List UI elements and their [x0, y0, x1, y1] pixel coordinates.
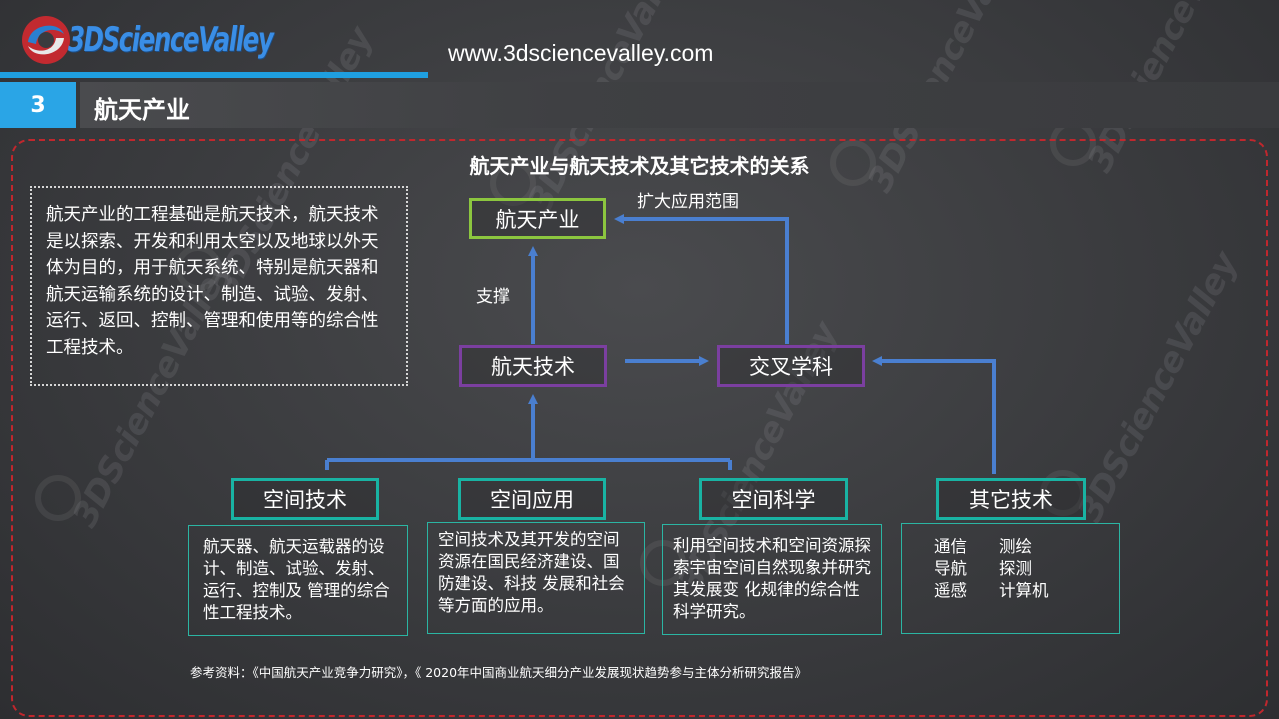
node-cross-discipline: 交叉学科: [717, 345, 865, 387]
node-space-science: 空间科学: [699, 478, 848, 520]
arrow-expand: [614, 214, 789, 344]
logo-text: 3DScienceValley: [68, 20, 274, 60]
watermark-logo-icon: [640, 540, 686, 586]
site-url[interactable]: www.3dsciencevalley.com: [448, 40, 714, 66]
node-space-tech: 空间技术: [231, 478, 379, 520]
node-space-application: 空间应用: [458, 478, 606, 520]
node-other-tech: 其它技术: [936, 478, 1086, 520]
detail-other-tech: 通信 导航 遥感 测绘 探测 计算机: [901, 523, 1120, 634]
watermark-logo-icon: [830, 140, 876, 186]
detail-space-tech: 航天器、航天运载器的设计、制造、试验、发射、运行、控制及 管理的综合性工程技术。: [188, 525, 408, 636]
detail-space-application: 空间技术及其开发的空间资源在国民经济建设、国防建设、科技 发展和社会等方面的应用…: [427, 522, 645, 634]
content-frame: [11, 139, 1268, 717]
header-rule: [0, 72, 428, 78]
other-tech-item: 通信: [934, 537, 967, 556]
diagram-title: 航天产业与航天技术及其它技术的关系: [469, 154, 810, 178]
node-aerospace-industry: 航天产业: [469, 198, 606, 239]
arrow-other-to-cross: [872, 356, 996, 474]
detail-space-science: 利用空间技术和空间资源探索宇宙空间自然现象并研究其发展变 化规律的综合性科学研究…: [662, 524, 882, 635]
watermark-logo-icon: [35, 475, 81, 521]
other-tech-item: 测绘: [999, 537, 1032, 556]
other-tech-item: 导航: [934, 559, 967, 578]
section-title: 航天产业: [94, 96, 190, 124]
other-tech-item: 计算机: [999, 581, 1049, 600]
other-tech-col-2: 测绘 探测 计算机: [999, 536, 1049, 621]
references: 参考资料：《中国航天产业竞争力研究》，《 2020年中国商业航天细分产业发展现状…: [190, 665, 808, 680]
logo-icon: [22, 16, 70, 64]
node-aerospace-tech: 航天技术: [459, 345, 607, 387]
watermark-logo-icon: [175, 245, 221, 291]
section-number: 3: [0, 82, 76, 128]
edge-label-expand: 扩大应用范围: [637, 192, 739, 212]
other-tech-col-1: 通信 导航 遥感: [934, 536, 967, 621]
section-bar: [80, 82, 1279, 128]
other-tech-item: 遥感: [934, 581, 967, 600]
edge-label-support: 支撑: [476, 287, 510, 307]
other-tech-item: 探测: [999, 559, 1032, 578]
watermark-logo-icon: [490, 160, 536, 206]
definition-note: 航天产业的工程基础是航天技术，航天技术是以探索、开发和利用太空以及地球以外天体为…: [30, 186, 408, 386]
